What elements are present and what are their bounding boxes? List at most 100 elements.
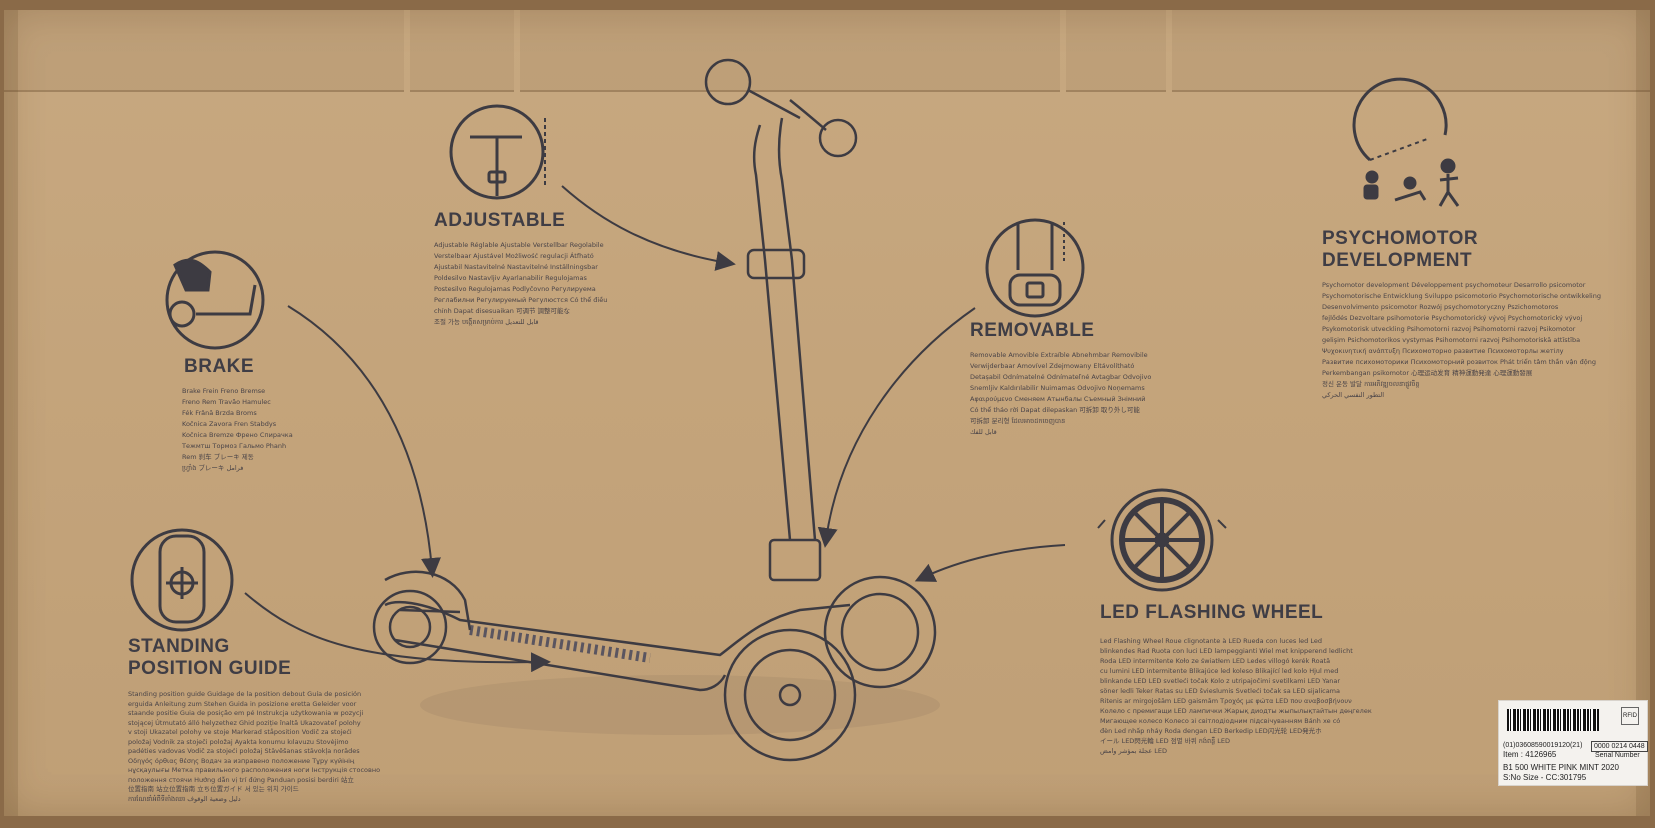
adjust-handlebar-icon bbox=[449, 104, 546, 200]
box-flap-center bbox=[520, 10, 1060, 92]
box-edge-right bbox=[1636, 10, 1650, 816]
translation-line: Тежмтш Тормоз Гальмо Phanh bbox=[182, 442, 287, 450]
translation-line: Desenvolvimento psicomotor Rozwój psycho… bbox=[1322, 303, 1559, 311]
adjustable-translations: Adjustable Réglable Ajustable Verstellba… bbox=[434, 240, 607, 328]
psychomotor-heading: PSYCHOMOTOR DEVELOPMENT bbox=[1322, 228, 1478, 272]
brake-icon bbox=[165, 250, 265, 350]
serial-number: 0000 0214 0448 bbox=[1591, 741, 1648, 752]
adjustable-heading: ADJUSTABLE bbox=[434, 210, 566, 231]
translation-line: Roda LED intermitente Koło ze światłem L… bbox=[1100, 657, 1331, 665]
translation-line: v stoji Ukazatel polohy ve stoje Markera… bbox=[128, 728, 352, 736]
translation-line: Ajustabil Nastavitelné Nastavitelné Inst… bbox=[434, 263, 598, 271]
translation-line: Poldesilvo Nastavljiv Ayarlanabilir Regu… bbox=[434, 274, 587, 282]
translation-line: Развитие психомоторики Психомоторний роз… bbox=[1322, 358, 1596, 366]
rfid-icon: RFID bbox=[1621, 707, 1639, 725]
translation-line: padėties vadovas Vodič za stojeći položa… bbox=[128, 747, 360, 755]
scooter-shadow bbox=[420, 675, 940, 735]
translation-line: ការណែនាំអំពីទីតាំងឈរ دليل وضعية الوقوف bbox=[128, 794, 241, 803]
translation-line: 조절 가능 បង្កើតសម្រាប់ការ قابل للتعديل bbox=[434, 318, 539, 326]
translation-line: Verwijderbaar Amovível Zdejmowany Eltávo… bbox=[970, 362, 1135, 370]
psychomotor-icon bbox=[1352, 77, 1460, 207]
item-number: Item : 4126965 bbox=[1503, 750, 1557, 759]
brake-heading: BRAKE bbox=[184, 356, 255, 377]
translation-line: Ψυχοκινητική ανάπτυξη Психомоторно разви… bbox=[1322, 347, 1564, 355]
translation-line: Led Flashing Wheel Roue clignotante à LE… bbox=[1100, 637, 1323, 645]
size-code: S:No Size - CC:301795 bbox=[1503, 773, 1587, 782]
standing-guide-heading: STANDING POSITION GUIDE bbox=[128, 636, 291, 680]
translation-line: Freno Rem Travão Hamulec bbox=[182, 398, 271, 406]
box-flap-right bbox=[1172, 10, 1650, 92]
serial-caption: Serial Number bbox=[1595, 752, 1640, 759]
translation-line: Rem 刹车 ブレーキ 제동 bbox=[182, 453, 254, 461]
psychomotor-heading-line2: DEVELOPMENT bbox=[1322, 250, 1473, 271]
translation-line: staande positie Guia de posição em pé In… bbox=[128, 709, 364, 717]
translation-line: Fék Frână Brzda Broms bbox=[182, 409, 257, 417]
translation-line: Колело с премигащи LED лампички Жарық ди… bbox=[1100, 707, 1372, 715]
barcode-number: (01)03608590019120(21) bbox=[1503, 742, 1583, 749]
feature-arrows bbox=[244, 185, 1066, 673]
translation-line: Có thể tháo rời Dapat dilepaskan 可拆卸 取り外… bbox=[970, 406, 1140, 414]
translation-line: Verstelbaar Ajustável Możliwość regulacj… bbox=[434, 252, 594, 260]
translation-line: положення стоячи Hướng dẫn vị trí đứng P… bbox=[128, 775, 354, 784]
standing-guide-heading-line2: POSITION GUIDE bbox=[128, 658, 292, 679]
translation-line: gelişim Psichomotorikos vystymas Psihomo… bbox=[1322, 336, 1581, 344]
translation-line: Οδηγός όρθιας θέσης Водач за изправено п… bbox=[128, 756, 355, 765]
standing-guide-translations: Standing position guide Guidage de la po… bbox=[128, 690, 380, 804]
translation-line: 位置指南 站立位置指南 立ち位置ガイド 서 있는 위치 가이드 bbox=[128, 785, 299, 793]
psychomotor-heading-line1: PSYCHOMOTOR bbox=[1322, 228, 1479, 249]
standing-guide-heading-line1: STANDING bbox=[128, 636, 230, 657]
translation-line: fejlődés Dezvoltare psihomotorie Psychom… bbox=[1322, 314, 1583, 322]
translation-line: đèn Led nhấp nháy Roda dengan LED Berked… bbox=[1100, 727, 1322, 735]
translation-line: Adjustable Réglable Ajustable Verstellba… bbox=[434, 241, 604, 249]
standing-guide-icon bbox=[130, 528, 234, 632]
box-flap-left bbox=[4, 10, 404, 92]
translation-line: položaj Vodnik za stoječi položaj Ayakta… bbox=[128, 737, 349, 746]
removable-icon bbox=[985, 218, 1085, 318]
translation-line: Kočnica Zavora Fren Stabdys bbox=[182, 420, 277, 428]
translation-line: Perkembangan psikomotor 心理运动发育 精神運動発達 心理… bbox=[1322, 369, 1533, 377]
translation-line: イール LED閃光輪 LED 점멸 바퀴 កង់ពន្លឺ LED bbox=[1100, 737, 1231, 745]
product-name: B1 500 WHITE PINK MINT 2020 bbox=[1503, 763, 1619, 772]
translation-line: blinkendes Rad Ruota con luci LED lampeg… bbox=[1100, 647, 1353, 655]
scooter-illustration bbox=[372, 58, 937, 762]
translation-line: Snemljiv Kaldırılabilir Nuimamas Odvojiv… bbox=[970, 384, 1145, 392]
translation-line: chỉnh Dapat disesuaikan 可调节 調整可能な bbox=[434, 307, 571, 315]
translation-line: 可拆卸 분리형 ដែលអាចដកចេញបាន bbox=[970, 417, 1066, 425]
translation-line: Psykomotorisk utveckling Psihomotorni ra… bbox=[1322, 325, 1576, 333]
led-heading: LED FLASHING WHEEL bbox=[1100, 602, 1324, 623]
translation-line: stojącej Útmutató álló helyzethez Ghid p… bbox=[128, 718, 361, 727]
product-label: RFID (01)03608590019120(21) Item : 41269… bbox=[1498, 700, 1648, 786]
brake-translations: Brake Frein Freno Bremse Freno Rem Travã… bbox=[182, 386, 293, 474]
translation-line: Brake Frein Freno Bremse bbox=[182, 387, 266, 395]
translation-line: 정신 운동 발달 ការអភិវឌ្ឍចលនាផ្លូវចិត្ត bbox=[1322, 380, 1420, 388]
translation-line: Реглабилни Регулируемый Регулюстся Có th… bbox=[434, 296, 608, 304]
translation-line: Standing position guide Guidage de la po… bbox=[128, 690, 362, 698]
translation-line: عجلة بمؤشر وامض LED bbox=[1100, 747, 1168, 755]
translation-line: erguida Anleitung zum Stehen Guida in po… bbox=[128, 699, 357, 708]
translation-line: blinkande LED LED svetleći točak Kolo z … bbox=[1100, 677, 1341, 685]
psychomotor-translations: Psychomotor development Développement ps… bbox=[1322, 280, 1601, 401]
led-translations: Led Flashing Wheel Roue clignotante à LE… bbox=[1100, 636, 1372, 756]
box-flap-tab-right bbox=[1066, 10, 1166, 92]
box-edge-left bbox=[4, 10, 18, 816]
translation-line: söner ledli Teker Ratas su LED švieslumi… bbox=[1100, 687, 1341, 695]
translation-line: нұсқаулығы Метка правильного расположени… bbox=[128, 766, 381, 774]
translation-line: ហ្វ្រាំង ブレーキ فرامل bbox=[182, 464, 244, 472]
barcode bbox=[1507, 709, 1599, 731]
cardboard-box bbox=[4, 10, 1650, 816]
translation-line: cu lumini LED intermitente Blikajúce led… bbox=[1100, 667, 1339, 675]
removable-heading: REMOVABLE bbox=[970, 320, 1095, 341]
removable-translations: Removable Amovible Extraíble Abnehmbar R… bbox=[970, 350, 1151, 438]
translation-line: Kočnica Bremze Френо Спирачка bbox=[182, 431, 293, 439]
box-flap-tab bbox=[410, 10, 514, 92]
translation-line: Postesilvo Regulojamas Podlyčovno Регули… bbox=[434, 285, 596, 293]
translation-line: Removable Amovible Extraíble Abnehmbar R… bbox=[970, 351, 1148, 359]
led-wheel-icon bbox=[1097, 488, 1227, 592]
translation-line: قابل للفك bbox=[970, 428, 997, 436]
translation-line: Detașabil Odnímatelné Odnímateľné Avtagb… bbox=[970, 373, 1152, 381]
translation-line: Psychomotorische Entwicklung Sviluppo ps… bbox=[1322, 292, 1601, 300]
translation-line: Psychomotor development Développement ps… bbox=[1322, 281, 1586, 289]
translation-line: Ritenis ar mirgojošām LED gaismām Τροχός… bbox=[1100, 697, 1352, 705]
translation-line: التطور النفسي الحركي bbox=[1322, 391, 1385, 399]
